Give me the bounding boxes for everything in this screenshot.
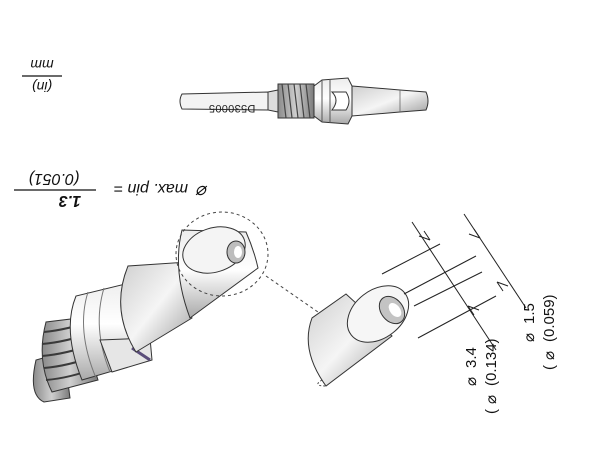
pin-spec-inch: (0.051) [29, 170, 80, 187]
pin-spec: ⌀ max. pin = 1.3 (0.051) [14, 170, 208, 209]
tip-side-view: D530005 [179, 77, 429, 125]
inner-diameter-inch: (0.059) [541, 294, 558, 342]
pin-spec-label: max. pin = [114, 180, 188, 197]
units-label: (in) mm [22, 57, 62, 95]
outer-diameter-symbol: ⌀ [463, 377, 480, 386]
pin-spec-mm: 1.3 [59, 192, 81, 209]
dimension-lines [381, 213, 527, 351]
tip-detail-view [307, 285, 410, 387]
outer-open-paren: ( [483, 409, 500, 414]
inner-diameter-symbol-inch: ⌀ [541, 351, 558, 360]
unit-inch: (in) [32, 79, 52, 95]
unit-mm: mm [30, 57, 54, 73]
pin-spec-diameter-symbol: ⌀ [195, 182, 208, 202]
outer-diameter-mm: 3.4 [463, 347, 480, 368]
tip-part-number: D530005 [209, 102, 256, 114]
tip-perspective-view [32, 211, 269, 403]
inner-diameter-symbol: ⌀ [521, 333, 538, 342]
thread-side [277, 83, 315, 119]
inner-open-paren: ( [541, 365, 558, 370]
outer-diameter-symbol-inch: ⌀ [483, 395, 500, 404]
dimension-outer: ⌀ 3.4 ( ⌀ (0.134) [463, 338, 500, 414]
detail-leader [265, 275, 319, 313]
inner-diameter-mm: 1.5 [521, 303, 538, 324]
outer-diameter-inch: (0.134) [483, 338, 500, 386]
dimension-inner: ⌀ 1.5 ( ⌀ (0.059) [521, 294, 558, 370]
